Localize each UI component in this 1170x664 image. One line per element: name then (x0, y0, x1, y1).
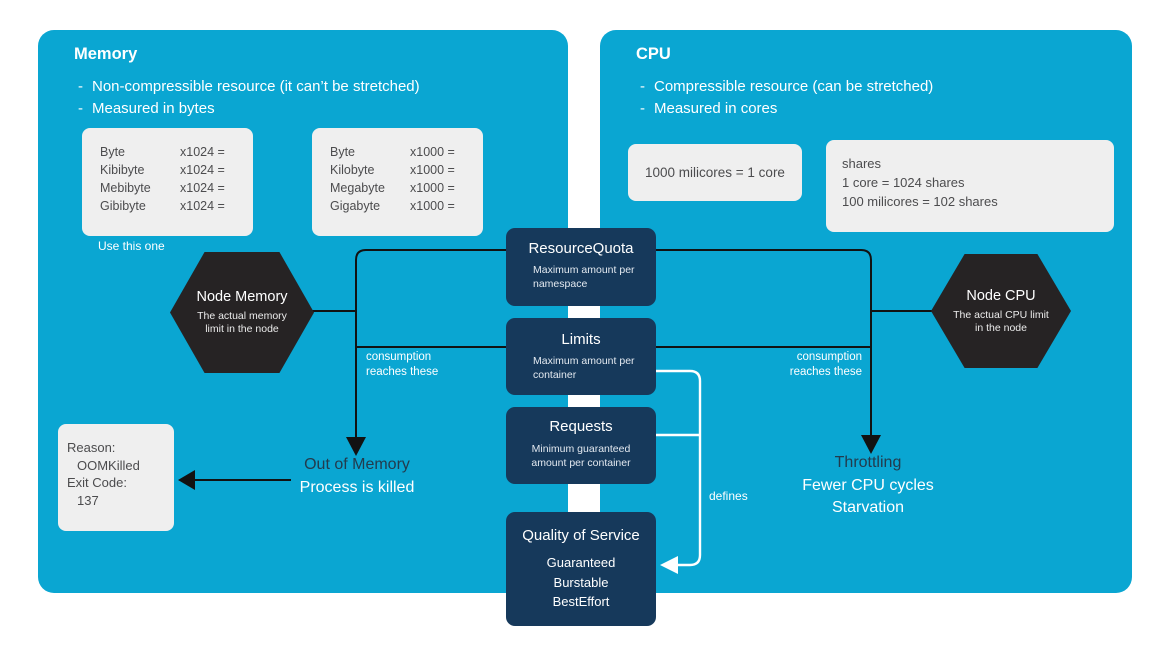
quality-of-service-box: Quality of Service Guaranteed Burstable … (506, 512, 656, 626)
bullet-dash: - (640, 100, 645, 117)
table-row: Kibibyte x1024 = (100, 161, 253, 179)
exit-code-value: 137 (77, 492, 99, 508)
qos-class-besteffort: BestEffort (552, 594, 610, 609)
oomkilled-reason-box: Reason: OOMKilled Exit Code: 137 (58, 424, 174, 531)
table-row: Byte x1000 = (330, 143, 483, 161)
cpu-bullet-2: - Measured in cores (640, 100, 777, 117)
factor-label: x1024 = (180, 199, 225, 213)
cpu-panel-title: CPU (636, 45, 671, 63)
table-row: Megabyte x1000 = (330, 179, 483, 197)
memory-consumption-label: consumption reaches these (366, 350, 438, 380)
exit-code-label: Exit Code: (67, 475, 127, 490)
qos-title: Quality of Service (522, 527, 640, 544)
bullet-dash: - (640, 78, 645, 95)
shares-line: 100 milicores = 102 shares (842, 194, 998, 209)
factor-label: x1000 = (410, 199, 455, 213)
unit-label: Byte (100, 145, 126, 159)
requests-box: Requests Minimum guaranteed amount per c… (506, 407, 656, 484)
table-row: Gibibyte x1024 = (100, 197, 253, 215)
node-memory-subtitle: The actual memory limit in the node (197, 310, 287, 335)
cpu-bullet-1-text: Compressible resource (can be stretched) (654, 78, 934, 95)
limits-box: Limits Maximum amount per container (506, 318, 656, 395)
label-line: consumption (796, 351, 862, 363)
memory-bullet-2-text: Measured in bytes (92, 100, 215, 117)
factor-label: x1024 = (180, 163, 225, 177)
limits-subtitle: Maximum amount per container (533, 355, 635, 381)
qos-class-guaranteed: Guaranteed (546, 555, 616, 570)
factor-label: x1000 = (410, 163, 455, 177)
unit-label: Megabyte (330, 181, 385, 195)
node-cpu-hexagon: Node CPU The actual CPU limit in the nod… (931, 254, 1071, 368)
resourcequota-box: ResourceQuota Maximum amount per namespa… (506, 228, 656, 306)
bullet-dash: - (78, 100, 83, 117)
resourcequota-title: ResourceQuota (528, 240, 634, 257)
resourcequota-subtitle: Maximum amount per namespace (533, 264, 635, 290)
label-line: reaches these (366, 366, 439, 378)
cpu-bullet-1: - Compressible resource (can be stretche… (640, 78, 933, 95)
unit-label: Gigabyte (330, 199, 381, 213)
unit-label: Mebibyte (100, 181, 151, 195)
memory-panel-title: Memory (74, 45, 138, 63)
cpu-bullet-2-text: Measured in cores (654, 100, 778, 117)
factor-label: x1000 = (410, 181, 455, 195)
requests-title: Requests (549, 418, 613, 435)
factor-label: x1024 = (180, 181, 225, 195)
memory-bullet-1-text: Non-compressible resource (it can’t be s… (92, 78, 420, 95)
node-cpu-title: Node CPU (966, 287, 1036, 304)
memory-bullet-1: - Non-compressible resource (it can’t be… (78, 78, 420, 95)
process-killed-text: Process is killed (299, 478, 415, 496)
node-cpu-subtitle: The actual CPU limit in the node (953, 308, 1049, 334)
label-line: reaches these (789, 366, 862, 378)
label-line: consumption (366, 351, 432, 363)
shares-line: 1 core = 1024 shares (842, 175, 965, 190)
milicores-box: 1000 milicores = 1 core (628, 144, 802, 201)
qos-class-burstable: Burstable (553, 574, 609, 590)
unit-label: Kibibyte (100, 163, 145, 177)
table-row: Kilobyte x1000 = (330, 161, 483, 179)
cpu-consumption-label: consumption reaches these (756, 350, 862, 380)
factor-label: x1000 = (410, 145, 455, 159)
defines-label: defines (709, 489, 748, 503)
use-this-one-note: Use this one (98, 239, 165, 253)
node-memory-hexagon: Node Memory The actual memory limit in t… (170, 252, 314, 373)
memory-outcome-label: Out of Memory Process is killed (277, 454, 437, 499)
reason-label: Reason: (67, 440, 116, 455)
shares-line: shares (842, 156, 882, 171)
table-row: Byte x1024 = (100, 143, 253, 161)
cpu-outcome-label: Throttling Fewer CPU cycles Starvation (788, 452, 948, 520)
table-row: Mebibyte x1024 = (100, 179, 253, 197)
node-memory-title: Node Memory (196, 289, 288, 305)
unit-label: Kilobyte (330, 163, 375, 177)
throttling-text: Throttling (834, 454, 902, 471)
memory-bullet-2: - Measured in bytes (78, 100, 215, 117)
binary-units-table: Byte x1024 = Kibibyte x1024 = Mebibyte x102… (82, 128, 253, 236)
unit-label: Gibibyte (100, 199, 146, 213)
milicores-text: 1000 milicores = 1 core (645, 165, 785, 180)
limits-title: Limits (561, 331, 601, 348)
shares-box: shares 1 core = 1024 shares 100 milicore… (826, 140, 1114, 232)
out-of-memory-text: Out of Memory (304, 456, 410, 473)
oomkilled-value: OOMKilled (77, 457, 140, 473)
requests-subtitle: Minimum guaranteed amount per container (531, 443, 631, 469)
starvation-text: Starvation (831, 499, 905, 516)
decimal-units-table: Byte x1000 = Kilobyte x1000 = Megabyte x100… (312, 128, 483, 236)
fewer-cycles-text: Fewer CPU cycles (802, 476, 934, 494)
unit-label: Byte (330, 145, 356, 159)
bullet-dash: - (78, 78, 83, 95)
table-row: Gigabyte x1000 = (330, 197, 483, 215)
qos-classes: Guaranteed Burstable BestEffort (506, 553, 656, 612)
factor-label: x1024 = (180, 145, 225, 159)
